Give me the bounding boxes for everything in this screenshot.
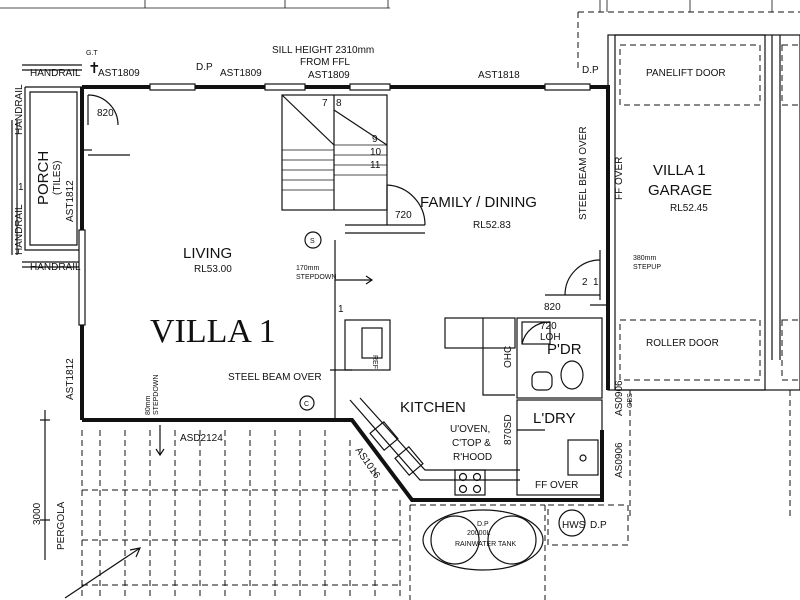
stair-10: 10	[370, 147, 382, 158]
sill-height: SILL HEIGHT 2310mm	[272, 45, 374, 56]
dp-garage: D.P	[582, 65, 599, 76]
stepup-380: 380mm	[633, 255, 657, 262]
stepdown-170: 170mm	[296, 265, 320, 272]
asd2124: ASD2124	[180, 433, 223, 444]
garage-rl: RL52.45	[670, 203, 708, 214]
ast1809-b: AST1809	[220, 68, 262, 79]
stepdown-170-label: STEPDOWN	[296, 274, 336, 281]
door-720-pdr: 720	[540, 321, 557, 332]
ast1818: AST1818	[478, 70, 520, 81]
handrail-left-2: HANDRAIL	[14, 204, 25, 255]
handrail-top: HANDRAIL	[30, 68, 81, 79]
ast1812-b: AST1812	[65, 358, 76, 400]
rainwater-tank	[422, 509, 544, 571]
villa-title: VILLA 1	[150, 313, 276, 350]
door-820-pdr: 820	[544, 302, 561, 313]
stepdown-80-label: STEPDOWN	[153, 375, 160, 415]
garage-title-2: GARAGE	[648, 182, 712, 199]
stair-7: 7	[322, 98, 328, 109]
stair-11: 11	[370, 160, 381, 171]
pergola-label: PERGOLA	[56, 501, 67, 550]
ohc-label: OHC	[503, 346, 514, 368]
family-rl: RL52.83	[473, 220, 511, 231]
obs-label: OBS	[627, 393, 634, 408]
stepup-label: STEPUP	[633, 264, 661, 271]
door-num-2: 2	[582, 277, 588, 288]
pdr-room	[516, 317, 603, 399]
gt-symbol: ✝	[88, 60, 101, 77]
steel-beam-left: STEEL BEAM OVER	[228, 372, 322, 383]
sill-from-ffl: FROM FFL	[300, 57, 350, 68]
stair-8: 8	[336, 98, 342, 109]
hot-water-system	[558, 509, 586, 537]
loh-label: LOH	[540, 332, 561, 343]
ast1809-a: AST1809	[98, 68, 140, 79]
r-hood: R'HOOD	[453, 452, 492, 463]
garage-title-1: VILLA 1	[653, 162, 706, 179]
panelift-door: PANELIFT DOOR	[646, 68, 726, 79]
room-kitchen: KITCHEN	[400, 399, 466, 416]
stair-9: 9	[372, 134, 378, 145]
gt-label: G.T	[86, 50, 98, 57]
step-1: 1	[338, 304, 344, 315]
room-family-dining: FAMILY / DINING	[420, 194, 537, 211]
room-living: LIVING	[183, 245, 232, 262]
ff-over-garage: FF OVER	[614, 157, 625, 200]
hws-label: HWS	[562, 520, 586, 531]
c-top: C'TOP &	[452, 438, 491, 449]
room-pdr: P'DR	[547, 341, 582, 358]
as0906-b: AS0906	[614, 442, 625, 478]
door-num-1: 1	[593, 277, 599, 288]
as1016: AS1016	[353, 445, 383, 481]
porch-tiles: (TILES)	[52, 161, 63, 195]
room-laundry: L'DRY	[533, 410, 576, 427]
tank-label: RAINWATER TANK	[455, 541, 517, 548]
door-820-entry: 820	[97, 108, 114, 119]
room-porch: PORCH	[35, 151, 52, 205]
tank-dp: D.P	[477, 521, 489, 528]
dp-top: D.P	[196, 62, 213, 73]
sd-870: 870SD	[503, 414, 514, 445]
steel-beam-right: STEEL BEAM OVER	[578, 126, 589, 220]
tank-volume: 20000L	[467, 530, 490, 537]
s-symbol: S	[310, 238, 315, 245]
ast1812-a: AST1812	[65, 180, 76, 222]
c-symbol: C	[304, 401, 309, 408]
ff-over-laundry: FF OVER	[535, 480, 578, 491]
dim-3000: 3000	[32, 502, 43, 525]
laundry-room	[516, 399, 603, 496]
door-720-stairs: 720	[395, 210, 412, 221]
ref-label: REF	[371, 355, 378, 369]
roller-door: ROLLER DOOR	[646, 338, 719, 349]
stepdown-80: 80mm	[145, 395, 152, 415]
u-oven: U'OVEN,	[450, 424, 490, 435]
porch-step-1: 1	[18, 182, 24, 193]
handrail-bottom: HANDRAIL	[30, 262, 81, 273]
ast1809-c: AST1809	[308, 70, 350, 81]
as0906-a: AS0906	[614, 380, 625, 416]
handrail-left-1: HANDRAIL	[14, 84, 25, 135]
living-rl: RL53.00	[194, 264, 232, 275]
porch-outline	[24, 86, 82, 251]
dp-hws: D.P	[590, 520, 607, 531]
